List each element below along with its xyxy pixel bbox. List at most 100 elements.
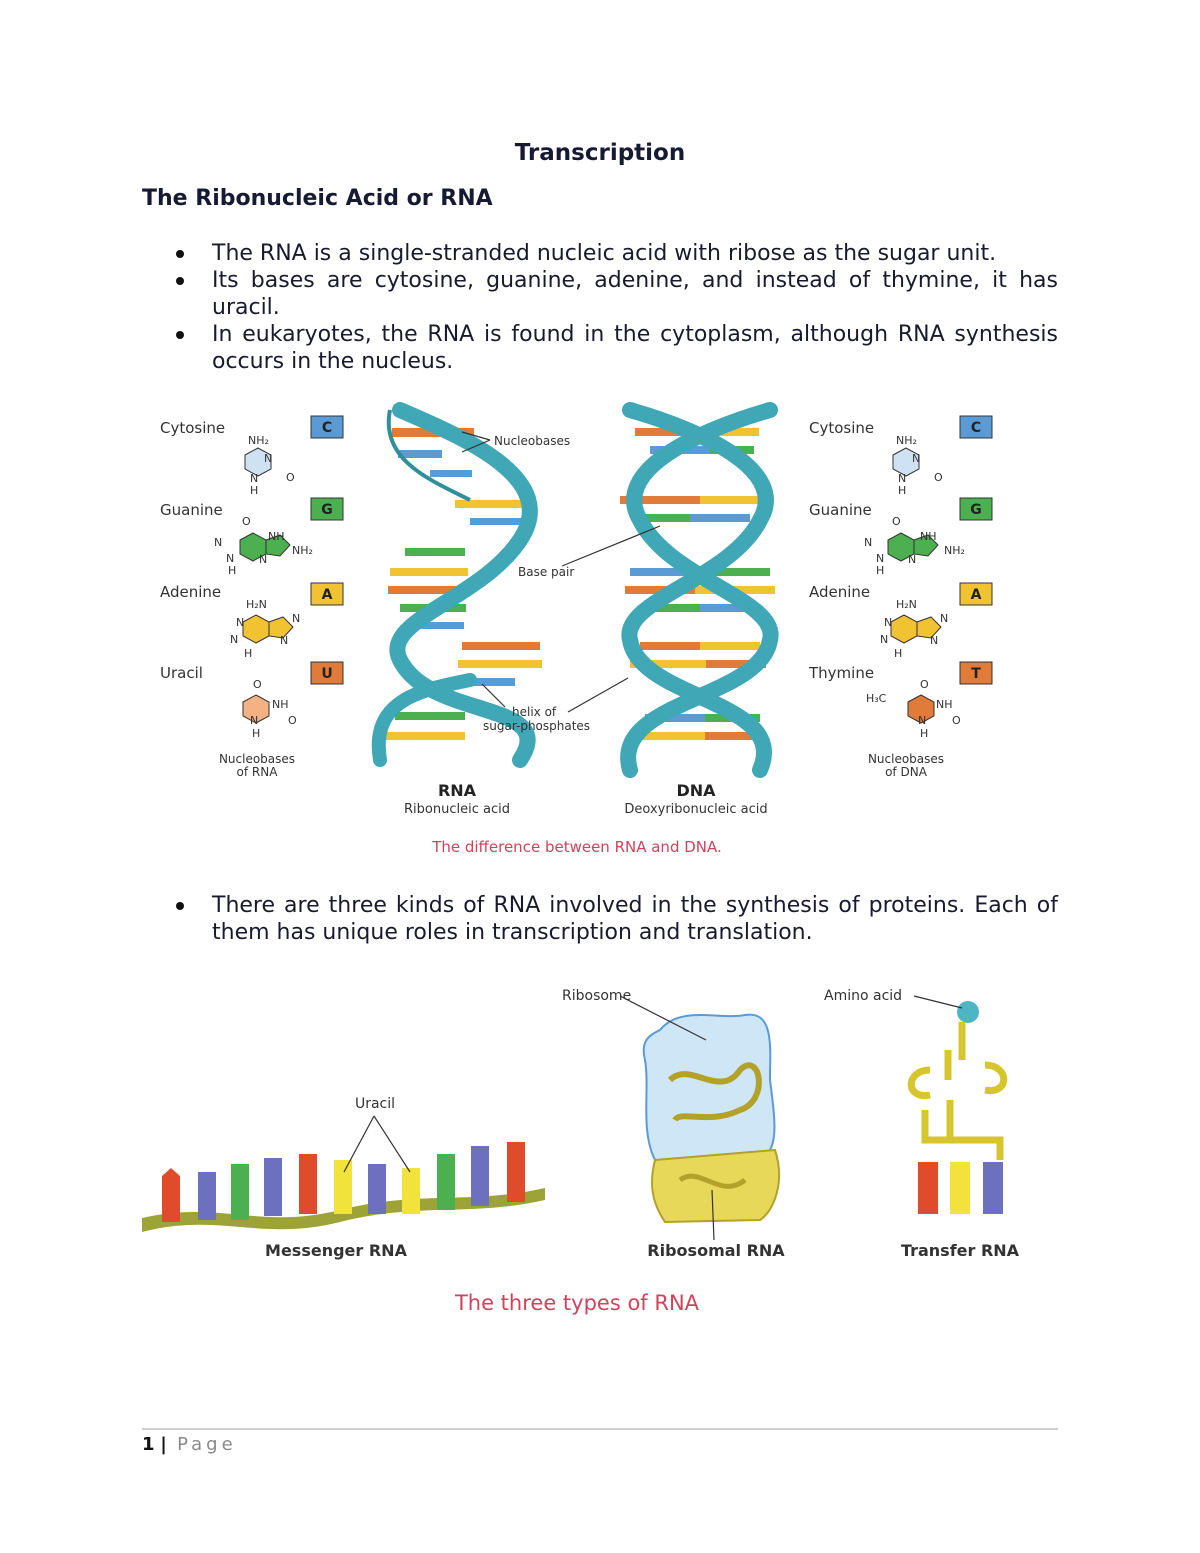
svg-text:O: O	[242, 515, 251, 528]
dna-base-badges	[959, 415, 993, 685]
svg-text:NH: NH	[936, 698, 953, 711]
svg-text:N: N	[250, 472, 258, 485]
dna-base-letter: G	[970, 502, 982, 518]
svg-text:H₂N: H₂N	[896, 598, 917, 611]
svg-text:N: N	[880, 633, 888, 646]
svg-text:N: N	[930, 634, 938, 647]
dna-base-letter: A	[971, 587, 982, 603]
rna-base-letter: U	[321, 666, 332, 682]
svg-text:NH: NH	[268, 530, 285, 543]
bullet-item: Its bases are cytosine, guanine, adenine…	[142, 267, 1058, 321]
svg-text:N: N	[250, 714, 258, 727]
svg-text:N: N	[864, 536, 872, 549]
svg-text:N: N	[884, 616, 892, 629]
bullet-list-top: The RNA is a single-stranded nucleic aci…	[142, 240, 1058, 375]
bullet-item: The RNA is a single-stranded nucleic aci…	[142, 240, 1058, 267]
dna-base-name: Adenine	[809, 583, 870, 601]
messenger-rna-label: Messenger RNA	[265, 1241, 408, 1260]
rna-base-letter: C	[322, 420, 332, 436]
svg-text:N: N	[264, 452, 272, 465]
molecule-structures	[239, 447, 942, 724]
dna-base-letter: T	[971, 666, 981, 682]
svg-text:H: H	[244, 647, 252, 660]
svg-text:N: N	[292, 612, 300, 625]
ribosomal-rna-drawing	[619, 995, 781, 1241]
dna-base-letter: C	[971, 420, 981, 436]
page-footer: 1 | Page	[142, 1434, 237, 1455]
bullet-item: In eukaryotes, the RNA is found in the c…	[142, 321, 1058, 375]
svg-text:NH₂: NH₂	[944, 544, 965, 557]
ribosome-label: Ribosome	[562, 988, 631, 1004]
helix-label: sugar-phosphates	[483, 719, 590, 733]
svg-text:H₃C: H₃C	[866, 692, 887, 705]
rna-helix	[371, 402, 542, 768]
amino-acid-label: Amino acid	[824, 988, 902, 1004]
svg-text:H: H	[876, 564, 884, 577]
bullet-item: There are three kinds of RNA involved in…	[142, 892, 1058, 946]
dna-subtitle: Deoxyribonucleic acid	[624, 802, 767, 817]
svg-text:O: O	[288, 714, 297, 727]
dna-nucleobases-caption: Nucleobases	[868, 752, 944, 766]
svg-text:N: N	[236, 616, 244, 629]
svg-text:N: N	[214, 536, 222, 549]
dna-title: DNA	[676, 781, 716, 800]
rna-base-name: Adenine	[160, 583, 221, 601]
rna-subtitle: Ribonucleic acid	[404, 802, 510, 817]
dna-helix	[620, 402, 779, 778]
page-number: 1	[142, 1434, 155, 1455]
uracil-label: Uracil	[355, 1096, 395, 1112]
svg-text:H: H	[250, 484, 258, 497]
base-pair-label: Base pair	[518, 565, 574, 579]
svg-text:NH₂: NH₂	[292, 544, 313, 557]
svg-text:NH₂: NH₂	[896, 434, 917, 447]
svg-text:N: N	[876, 552, 884, 565]
rna-base-letter: A	[322, 587, 333, 603]
section-heading: The Ribonucleic Acid or RNA	[142, 186, 493, 211]
svg-text:NH: NH	[272, 698, 289, 711]
transfer-rna-drawing	[907, 995, 1008, 1214]
rna-nucleobases-caption: of RNA	[237, 765, 279, 779]
svg-text:O: O	[892, 515, 901, 528]
svg-text:H: H	[252, 727, 260, 740]
svg-text:O: O	[286, 471, 295, 484]
svg-text:N: N	[912, 452, 920, 465]
dna-nucleobases-caption: of DNA	[885, 765, 928, 779]
dna-base-name: Thymine	[808, 664, 874, 682]
svg-text:NH₂: NH₂	[248, 434, 269, 447]
svg-text:N: N	[259, 553, 267, 566]
rna-base-name: Cytosine	[160, 419, 225, 437]
svg-text:N: N	[908, 553, 916, 566]
nucleobases-label: Nucleobases	[494, 434, 570, 448]
dna-base-name: Cytosine	[809, 419, 874, 437]
page-label: Page	[177, 1434, 237, 1455]
svg-text:H: H	[228, 564, 236, 577]
rna-base-name: Uracil	[160, 664, 203, 682]
figure1-caption: The difference between RNA and DNA.	[431, 838, 722, 856]
svg-text:N: N	[226, 552, 234, 565]
document-title: Transcription	[514, 140, 686, 166]
svg-text:N: N	[230, 633, 238, 646]
annotation-lines	[461, 431, 661, 713]
svg-text:O: O	[253, 678, 262, 691]
svg-text:O: O	[952, 714, 961, 727]
rna-nucleobases-caption: Nucleobases	[219, 752, 295, 766]
dna-base-name: Guanine	[809, 501, 872, 519]
svg-text:N: N	[280, 634, 288, 647]
svg-text:O: O	[934, 471, 943, 484]
bullet-list-bottom: There are three kinds of RNA involved in…	[142, 892, 1058, 946]
svg-text:N: N	[940, 612, 948, 625]
transfer-rna-label: Transfer RNA	[901, 1241, 1020, 1260]
rna-base-name: Guanine	[160, 501, 223, 519]
footer-divider	[142, 1428, 1058, 1430]
svg-text:H: H	[894, 647, 902, 660]
figure2-caption: The three types of RNA	[454, 1291, 700, 1315]
rna-base-letter: G	[321, 502, 333, 518]
svg-text:O: O	[920, 678, 929, 691]
helix-label: helix of	[512, 705, 557, 719]
svg-text:N: N	[918, 714, 926, 727]
svg-text:H: H	[898, 484, 906, 497]
messenger-rna-drawing	[142, 1115, 545, 1232]
svg-text:NH: NH	[920, 530, 937, 543]
